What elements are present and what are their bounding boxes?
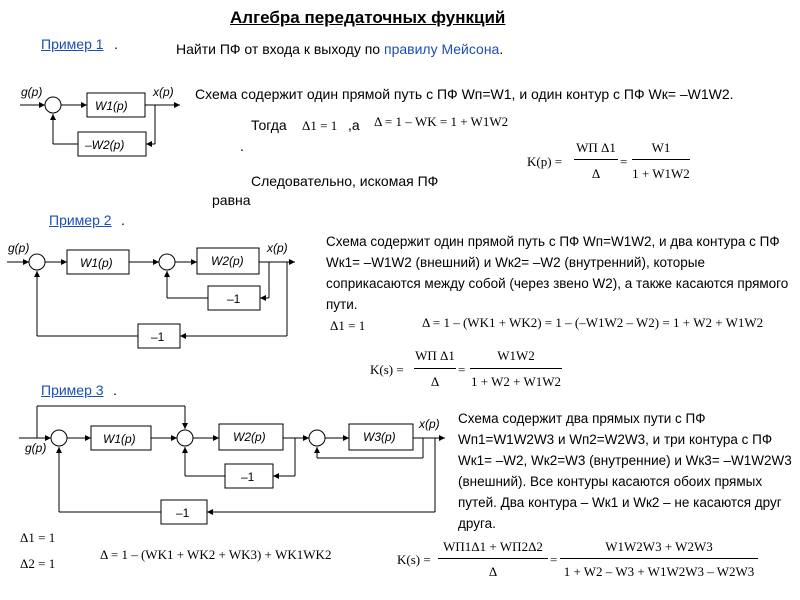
ex2-inner-feedback — [207, 285, 261, 311]
ex3-block-w3 — [348, 423, 414, 451]
ex1-fraction-bar-1 — [574, 159, 618, 160]
ex3-k-den1: Δ — [488, 564, 498, 579]
ex2-sum-2 — [158, 253, 176, 271]
example-3-diagram: g(p) x(p) W1(p) W2(p) W3(p) –1 –1 — [19, 405, 445, 525]
ex2-input-label: g(p) — [8, 241, 29, 255]
ex3-block-w3-label: W3(p) — [363, 430, 396, 444]
ex1-block-w1-label: W1(p) — [95, 99, 128, 113]
ex2-k-lhs: K(s) = — [370, 362, 404, 377]
ex3-k-den2: 1 + W2 – W3 + W1W2W3 – W2W3 — [563, 564, 755, 579]
mason-rule-link[interactable]: правилу Мейсона — [383, 41, 500, 57]
ex2-block-w2-label: W2(p) — [211, 254, 244, 268]
ex3-feedback-2 — [160, 499, 208, 525]
example-2-dot: . — [121, 212, 125, 228]
ex3-delta2: Δ2 = 1 — [20, 556, 56, 571]
ex1-delta-formula: Δ = 1 – WK = 1 + W1W2 — [374, 114, 509, 129]
ex2-k-num2: W1W2 — [497, 348, 535, 363]
ex1-stray-dot: . — [240, 138, 244, 154]
ex1-k-den1: Δ — [591, 166, 601, 181]
ex2-block-w1 — [66, 249, 130, 275]
ex1-and: ,а — [348, 117, 360, 133]
example-2-link[interactable]: Пример 2 — [49, 212, 112, 228]
ex3-feedback-2-label: –1 — [176, 506, 190, 520]
ex2-inner-feedback-label: –1 — [227, 292, 241, 306]
ex3-fraction-bar-2 — [560, 558, 758, 559]
ex2-fraction-bar-2 — [470, 368, 562, 369]
ex3-input-label: g(p) — [25, 441, 46, 455]
ex2-block-w1-label: W1(p) — [80, 256, 113, 270]
ex1-k-num1: WП Δ1 — [576, 140, 616, 155]
example-1-link[interactable]: Пример 1 — [41, 36, 104, 52]
ex2-k-eq: = — [458, 362, 466, 377]
example-1-task: Найти ПФ от входа к выходу по правилу Ме… — [176, 41, 503, 57]
ex3-block-w1-label: W1(p) — [103, 432, 136, 446]
ex2-k-den2: 1 + W2 + W1W2 — [470, 374, 561, 389]
ex2-output-label: x(p) — [266, 241, 288, 255]
example-2-diagram: g(p) x(p) W1(p) W2(p) –1 –1 — [7, 241, 295, 349]
example-1-diagram: g(p) x(p) W1(p) –W2(p) — [20, 85, 180, 157]
ex3-block-w1 — [90, 425, 152, 451]
example-3-link[interactable]: Пример 3 — [41, 382, 104, 398]
ex1-equals: равна — [212, 192, 251, 208]
ex3-feedback-1-label: –1 — [241, 470, 255, 484]
page-title: Алгебра передаточных функций — [230, 8, 506, 27]
ex3-fraction-bar-1 — [438, 558, 548, 559]
ex1-k-den2: 1 + W1W2 — [632, 166, 690, 181]
ex1-output-label: x(p) — [152, 85, 174, 99]
ex2-block-w2 — [196, 247, 260, 275]
ex1-delta1: Δ1 = 1 — [302, 118, 338, 133]
ex1-fraction-bar-2 — [632, 159, 690, 160]
ex2-fraction-bar-1 — [414, 368, 456, 369]
ex2-k-num1: WП Δ1 — [415, 348, 455, 363]
ex1-then: Тогда — [251, 117, 287, 133]
ex3-delta1: Δ1 = 1 — [20, 530, 56, 545]
example-3-description: Схема содержит два прямых пути с ПФ Wп1=… — [458, 411, 792, 531]
ex1-summing-junction — [44, 96, 62, 114]
example-1-dot: . — [114, 36, 118, 52]
ex1-k-eq: = — [620, 154, 628, 169]
ex2-sum-1 — [28, 253, 46, 271]
ex1-block-w2-label: –W2(p) — [84, 138, 124, 152]
ex1-hence: Следовательно, искомая ПФ — [251, 173, 439, 189]
example-1-description: Схема содержит один прямой путь с ПФ Wп=… — [195, 86, 734, 102]
ex2-delta-formula: Δ = 1 – (WK1 + WK2) = 1 – (–W1W2 – W2) =… — [422, 315, 764, 330]
ex3-sum-2 — [176, 429, 194, 447]
ex3-k-num2: W1W2W3 + W2W3 — [605, 539, 713, 554]
ex3-k-lhs: K(s) = — [397, 552, 431, 567]
ex3-k-num1: WП1Δ1 + WП2Δ2 — [443, 539, 543, 554]
example-3-dot: . — [113, 382, 117, 398]
ex3-k-eq: = — [550, 552, 558, 567]
ex3-delta-formula: Δ = 1 – (WK1 + WK2 + WK3) + WK1WK2 — [100, 547, 332, 562]
ex3-block-w2 — [218, 423, 284, 451]
example-2-description: Схема содержит один прямой путь с ПФ Wп=… — [326, 234, 789, 312]
ex1-k-lhs: K(p) = — [527, 154, 563, 169]
ex3-sum-3 — [308, 429, 326, 447]
ex2-k-den1: Δ — [430, 374, 440, 389]
task-prefix: Найти ПФ от входа к выходу по — [176, 41, 384, 57]
ex3-sum-1 — [50, 429, 68, 447]
ex3-block-w2-label: W2(p) — [233, 430, 266, 444]
ex1-k-num2: W1 — [651, 140, 671, 155]
ex2-delta1: Δ1 = 1 — [330, 318, 366, 333]
ex2-outer-feedback-label: –1 — [151, 330, 165, 344]
task-suffix: . — [499, 41, 504, 57]
ex3-output-label: x(p) — [418, 417, 440, 431]
ex1-input-label: g(p) — [21, 85, 42, 99]
